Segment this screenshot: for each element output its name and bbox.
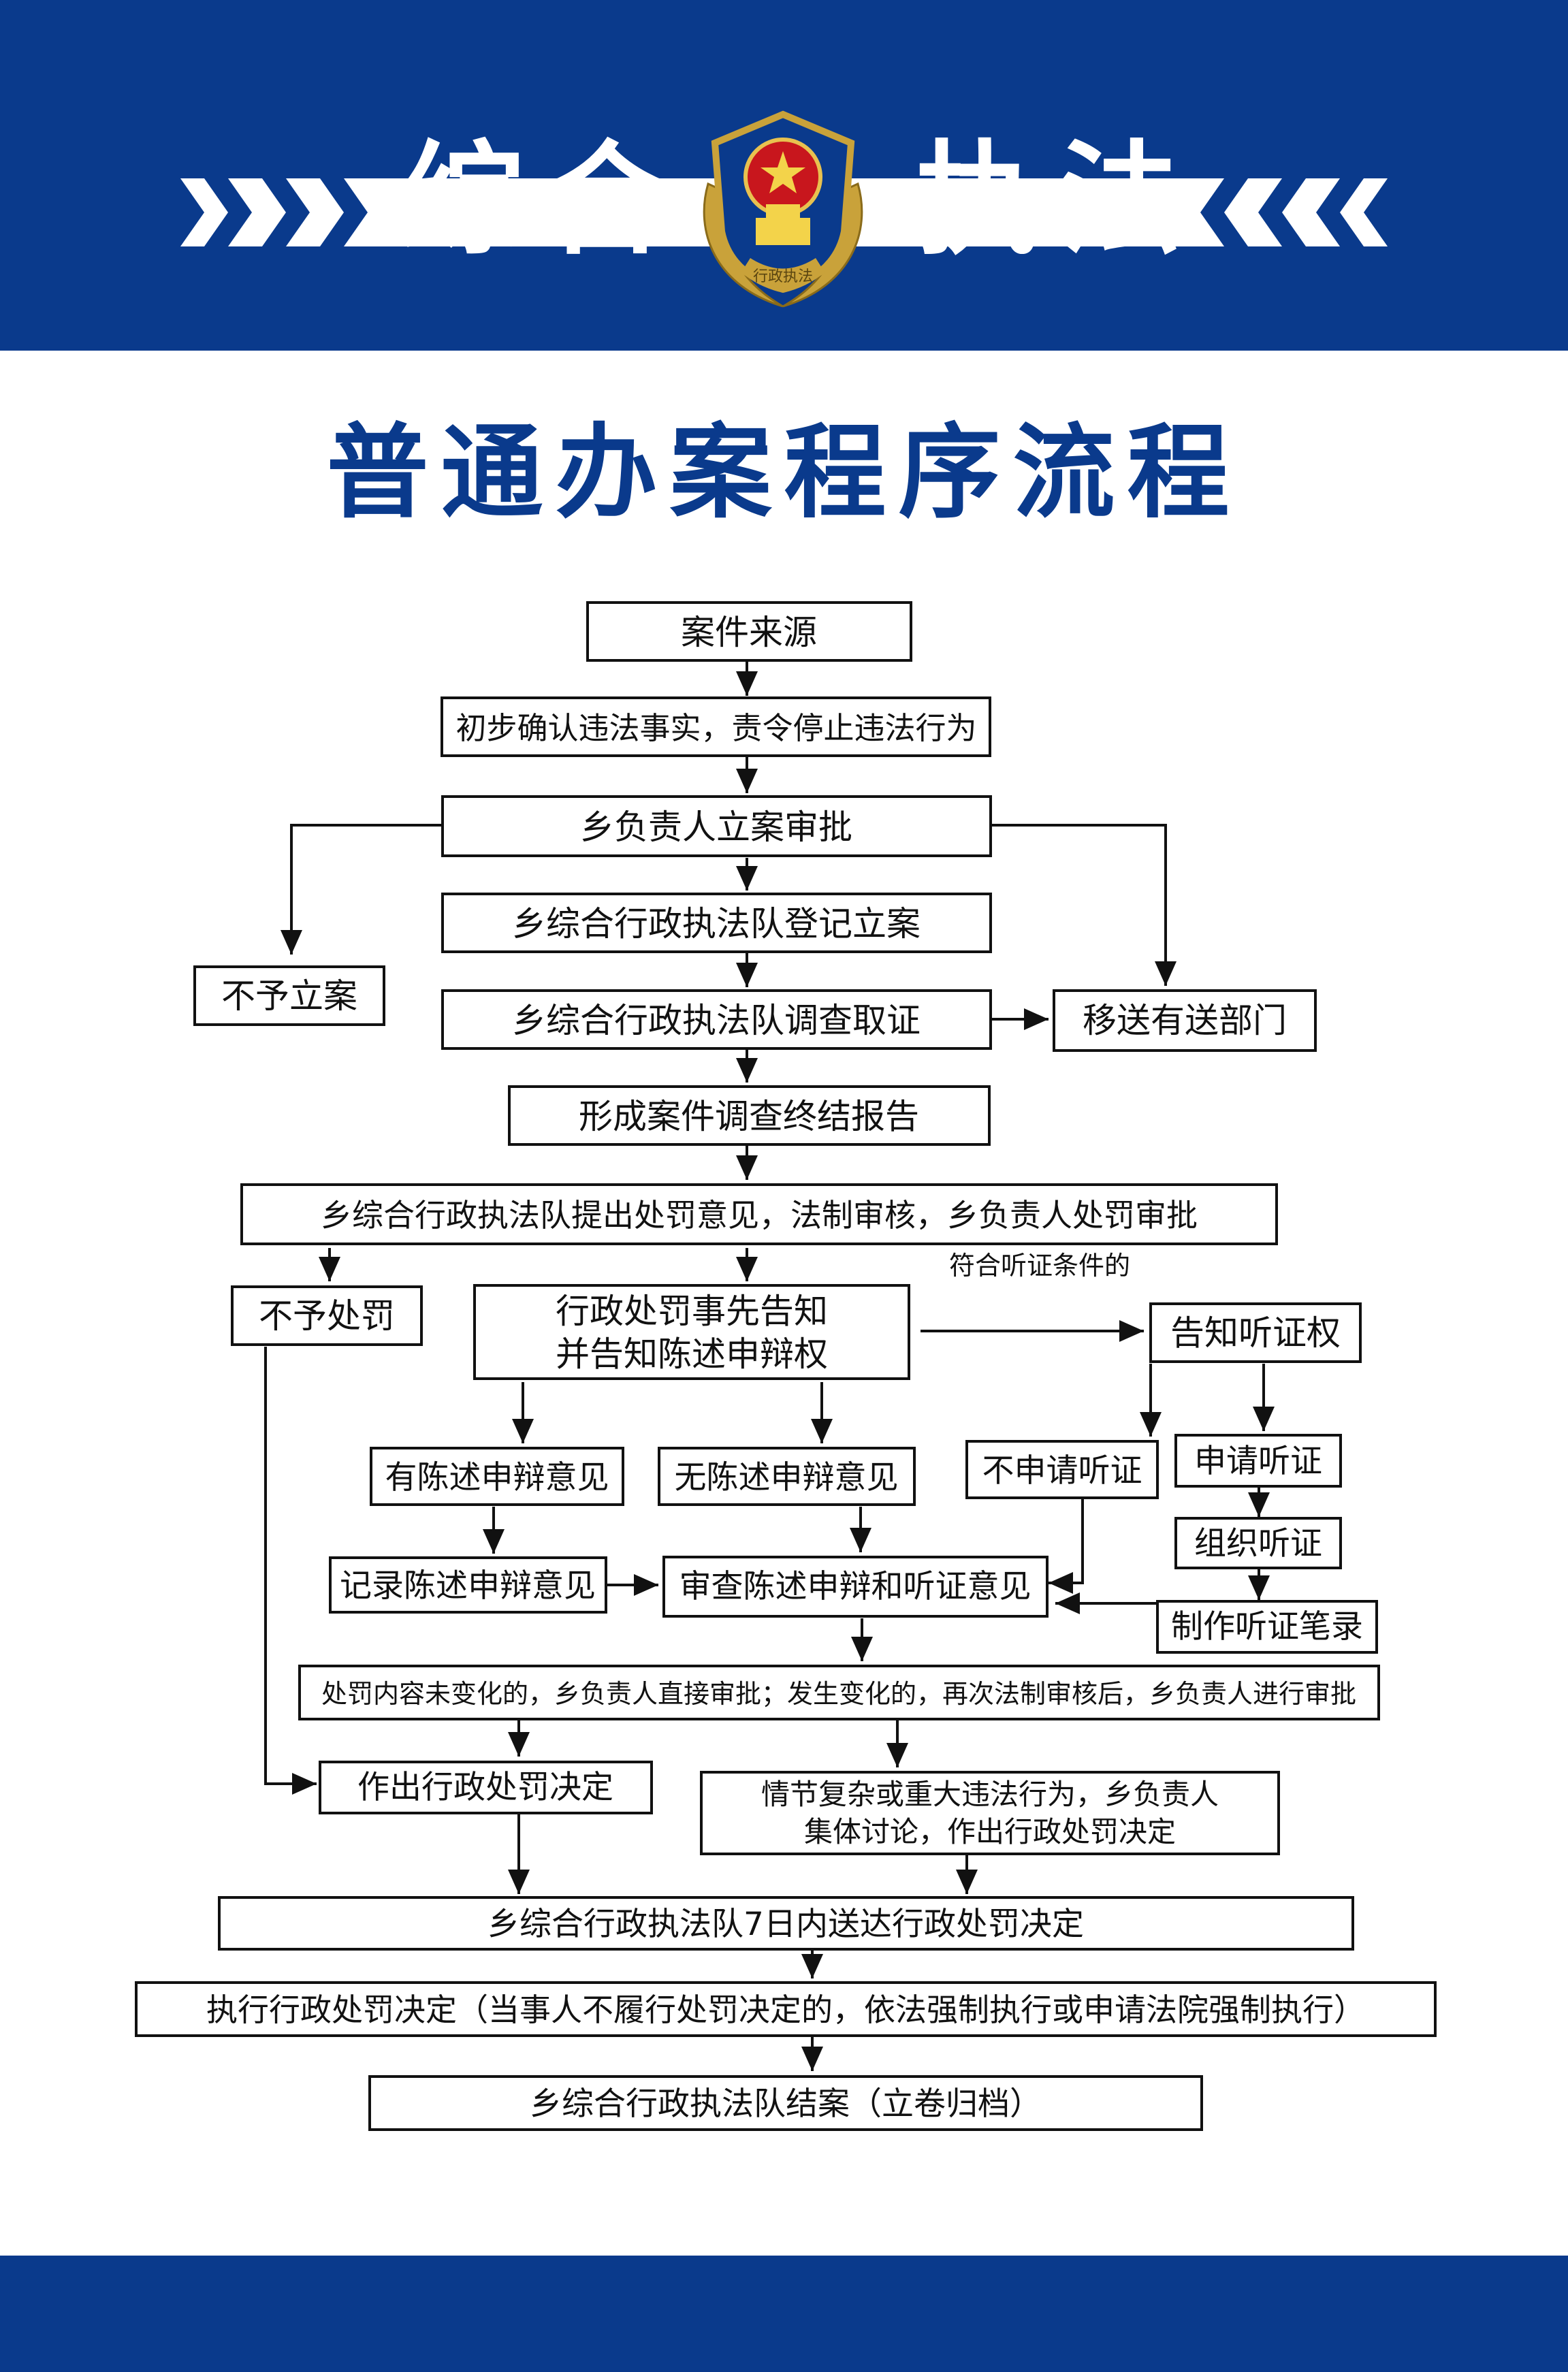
node-collective-line2: 集体讨论，作出行政处罚决定 <box>804 1815 1176 1848</box>
node-final-report-label: 形成案件调查终结报告 <box>579 1097 919 1136</box>
node-no-filing: 不予立案 <box>193 965 385 1026</box>
hearing-condition-note: 符合听证条件的 <box>949 1251 1130 1281</box>
node-prior-notice: 行政处罚事先告知 并告知陈述申辩权 <box>473 1284 910 1380</box>
node-close-case: 乡综合行政执法队结案（立卷归档） <box>368 2075 1203 2131</box>
node-review-opinions-label: 审查陈述申辩和听证意见 <box>679 1568 1031 1605</box>
connectors <box>264 662 1275 2071</box>
node-has-statement-label: 有陈述申辩意见 <box>385 1459 609 1496</box>
node-make-decision: 作出行政处罚决定 <box>319 1761 653 1814</box>
node-no-penalty-label: 不予处罚 <box>259 1296 395 1336</box>
chevron-left-icon <box>1200 178 1568 246</box>
node-apply-hearing-label: 申请听证 <box>1194 1443 1322 1480</box>
header-title-left: 综合 <box>402 129 688 272</box>
node-deliver-decision: 乡综合行政执法队7日内送达行政处罚决定 <box>218 1896 1354 1951</box>
emblem-icon: 行政执法 <box>703 110 863 308</box>
node-collective-line1: 情节复杂或重大违法行为，乡负责人 <box>761 1778 1219 1811</box>
node-notify-hearing-label: 告知听证权 <box>1170 1313 1341 1353</box>
node-penalty-opinion-label: 乡综合行政执法队提出处罚意见，法制审核，乡负责人处罚审批 <box>321 1197 1198 1234</box>
node-hearing-record: 制作听证笔录 <box>1156 1600 1378 1654</box>
node-case-source-label: 案件来源 <box>681 613 817 652</box>
node-has-statement: 有陈述申辩意见 <box>370 1447 624 1506</box>
node-case-source: 案件来源 <box>586 601 912 662</box>
page-title: 普通办案程序流程 <box>326 414 1242 532</box>
node-notify-hearing: 告知听证权 <box>1149 1302 1362 1363</box>
node-organize-hearing: 组织听证 <box>1174 1517 1342 1569</box>
node-initial-confirm-label: 初步确认违法事实，责令停止违法行为 <box>455 710 976 746</box>
node-approval-rule: 处罚内容未变化的，乡负责人直接审批；发生变化的，再次法制审核后，乡负责人进行审批 <box>298 1665 1380 1720</box>
node-prior-notice-line1: 行政处罚事先告知 <box>556 1292 828 1331</box>
node-initial-confirm: 初步确认违法事实，责令停止违法行为 <box>441 696 991 757</box>
node-no-hearing-request: 不申请听证 <box>965 1440 1159 1499</box>
node-investigate-label: 乡综合行政执法队调查取证 <box>512 1001 921 1040</box>
node-apply-hearing: 申请听证 <box>1174 1434 1342 1488</box>
node-approval-rule-label: 处罚内容未变化的，乡负责人直接审批；发生变化的，再次法制审核后，乡负责人进行审批 <box>321 1679 1356 1709</box>
node-collective: 情节复杂或重大违法行为，乡负责人 集体讨论，作出行政处罚决定 <box>700 1771 1280 1855</box>
chevron-right-icon <box>0 178 368 246</box>
node-investigate: 乡综合行政执法队调查取证 <box>441 989 992 1050</box>
node-make-decision-label: 作出行政处罚决定 <box>357 1769 613 1806</box>
node-no-filing-label: 不予立案 <box>221 976 357 1016</box>
flow-nodes: 案件来源 初步确认违法事实，责令停止违法行为 乡负责人立案审批 不予立案 乡综合… <box>135 601 1437 2131</box>
node-register-case: 乡综合行政执法队登记立案 <box>441 893 992 953</box>
node-no-statement-label: 无陈述申辩意见 <box>675 1459 899 1496</box>
node-transfer-label: 移送有送部门 <box>1083 1001 1287 1040</box>
node-organize-hearing-label: 组织听证 <box>1194 1525 1322 1562</box>
node-record-statement: 记录陈述申辩意见 <box>329 1556 607 1614</box>
node-review-opinions: 审查陈述申辩和听证意见 <box>662 1556 1049 1618</box>
node-hearing-record-label: 制作听证笔录 <box>1171 1608 1363 1646</box>
node-execute-decision-label: 执行行政处罚决定（当事人不履行处罚决定的，依法强制执行或申请法院强制执行） <box>206 1991 1365 2028</box>
node-final-report: 形成案件调查终结报告 <box>508 1085 991 1146</box>
node-transfer: 移送有送部门 <box>1053 989 1317 1052</box>
header-title-right: 执法 <box>916 129 1202 272</box>
node-prior-notice-line2: 并告知陈述申辩权 <box>556 1334 828 1374</box>
node-record-statement-label: 记录陈述申辩意见 <box>340 1567 596 1605</box>
node-close-case-label: 乡综合行政执法队结案（立卷归档） <box>530 2085 1042 2123</box>
emblem-text: 行政执法 <box>753 268 813 285</box>
header-chevrons <box>0 178 1568 246</box>
node-approve-filing: 乡负责人立案审批 <box>441 795 992 857</box>
node-approve-filing-label: 乡负责人立案审批 <box>580 807 852 847</box>
node-no-statement: 无陈述申辩意见 <box>658 1447 916 1506</box>
node-deliver-decision-label: 乡综合行政执法队7日内送达行政处罚决定 <box>487 1906 1084 1943</box>
node-register-case-label: 乡综合行政执法队登记立案 <box>512 904 921 944</box>
footer-band <box>0 2256 1568 2372</box>
node-no-hearing-request-label: 不申请听证 <box>982 1452 1142 1490</box>
node-execute-decision: 执行行政处罚决定（当事人不履行处罚决定的，依法强制执行或申请法院强制执行） <box>135 1981 1437 2037</box>
node-no-penalty: 不予处罚 <box>231 1285 423 1346</box>
node-penalty-opinion: 乡综合行政执法队提出处罚意见，法制审核，乡负责人处罚审批 <box>240 1183 1278 1245</box>
